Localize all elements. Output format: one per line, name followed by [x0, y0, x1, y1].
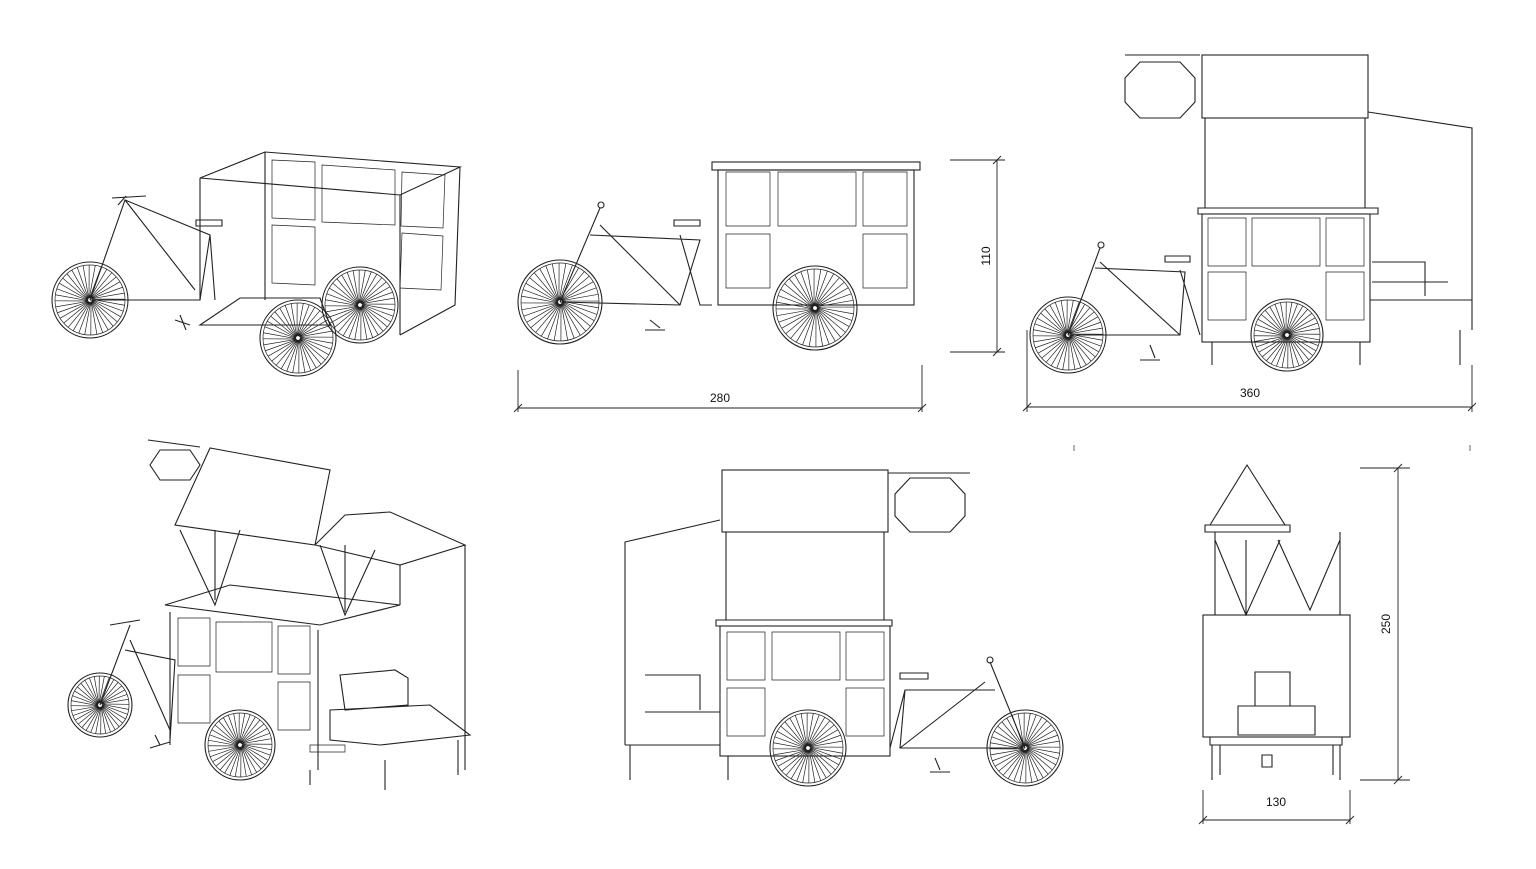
perspective-open-view — [67, 439, 472, 790]
wheel-spokes — [776, 269, 854, 347]
wheel-rim — [1253, 301, 1321, 369]
wheel-spokes — [521, 263, 599, 341]
wheel-spokes — [325, 270, 395, 340]
perspective-closed-view — [51, 151, 463, 377]
wheel-tire — [772, 265, 858, 351]
wheel-spokes — [1033, 300, 1103, 370]
wheel-spokes — [208, 713, 272, 777]
wheel-spokes — [773, 713, 843, 783]
wheel-tire — [769, 709, 847, 787]
wheel — [517, 259, 603, 345]
wheel-spokes — [71, 676, 129, 734]
wheel — [67, 672, 133, 738]
wheel-rim — [324, 269, 396, 341]
wheel-tire — [67, 672, 133, 738]
wheel — [1250, 298, 1324, 372]
side-closed-view: 280 110 — [513, 155, 1005, 413]
side-open-mirrored-view — [624, 469, 1064, 787]
wheel-rim — [207, 712, 273, 778]
dimension-label-360: 360 — [1240, 386, 1260, 400]
wheel-rim — [262, 302, 334, 374]
dimension-label-250: 250 — [1379, 614, 1393, 634]
wheel-tire — [321, 266, 399, 344]
wheel-spokes — [1254, 302, 1320, 368]
wheel — [321, 266, 399, 344]
wheel-tire — [1250, 298, 1324, 372]
wheel — [772, 265, 858, 351]
wheel — [204, 709, 276, 781]
wheel-rim — [520, 262, 600, 342]
wheel-tire — [259, 299, 337, 377]
wheel-tire — [204, 709, 276, 781]
front-view: 250 130 — [1198, 463, 1410, 825]
wheel-rim — [70, 675, 130, 735]
dimension-label-110: 110 — [979, 246, 993, 265]
wheel-rim — [775, 268, 855, 348]
wheel-rim — [772, 712, 844, 784]
dimension-label-130: 130 — [1266, 795, 1286, 809]
dimension-label-280: 280 — [710, 391, 730, 405]
wheel-tire — [517, 259, 603, 345]
wheel-spokes — [990, 713, 1060, 783]
wheel — [769, 709, 847, 787]
side-open-view: 360 — [1022, 54, 1477, 451]
wheel-spokes — [55, 265, 125, 335]
